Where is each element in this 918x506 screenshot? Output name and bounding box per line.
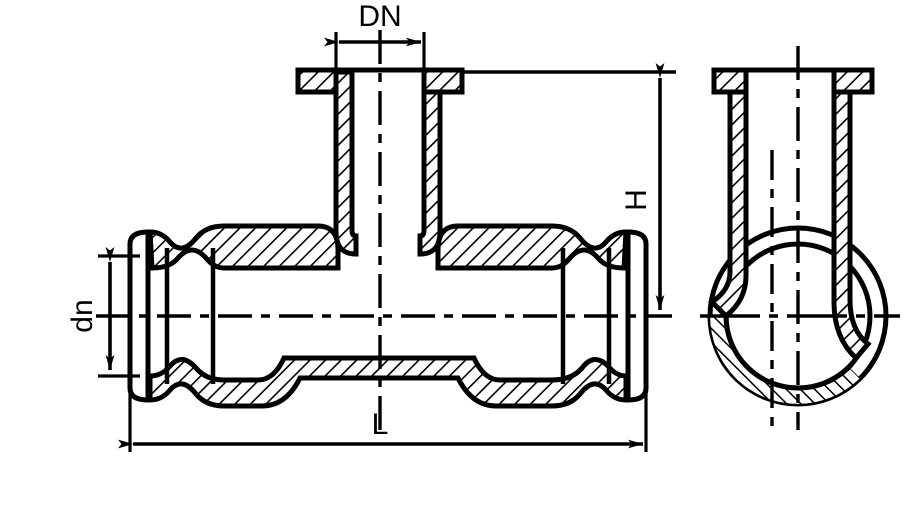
- side-flange-right: [831, 67, 875, 95]
- side-body-hatch: [710, 316, 860, 404]
- run-top-wall-right: [435, 223, 629, 271]
- branch-top-flange-right: [421, 67, 465, 95]
- side-flange-left: [711, 67, 749, 95]
- dn-run-label: dn: [66, 299, 99, 332]
- dimension-dn-run: dn: [66, 247, 140, 378]
- branch-right-wall: [417, 69, 443, 257]
- dimension-l: L: [118, 392, 648, 452]
- side-sectional-view: [700, 46, 900, 430]
- run-top-wall-left: [147, 223, 341, 271]
- branch-left-wall: [333, 69, 359, 257]
- side-inner-arc: [723, 315, 854, 391]
- dimension-h: H: [462, 63, 676, 310]
- dn-label: DN: [358, 0, 401, 33]
- front-sectional-view: [96, 30, 672, 436]
- h-label: H: [620, 189, 653, 211]
- dimension-dn: DN: [324, 0, 426, 88]
- l-label: L: [372, 408, 389, 441]
- run-bottom-wall: [147, 355, 629, 409]
- side-branch-right-wall: [831, 67, 872, 362]
- branch-top-flange-left: [295, 67, 339, 95]
- side-branch-left-wall: [708, 67, 749, 320]
